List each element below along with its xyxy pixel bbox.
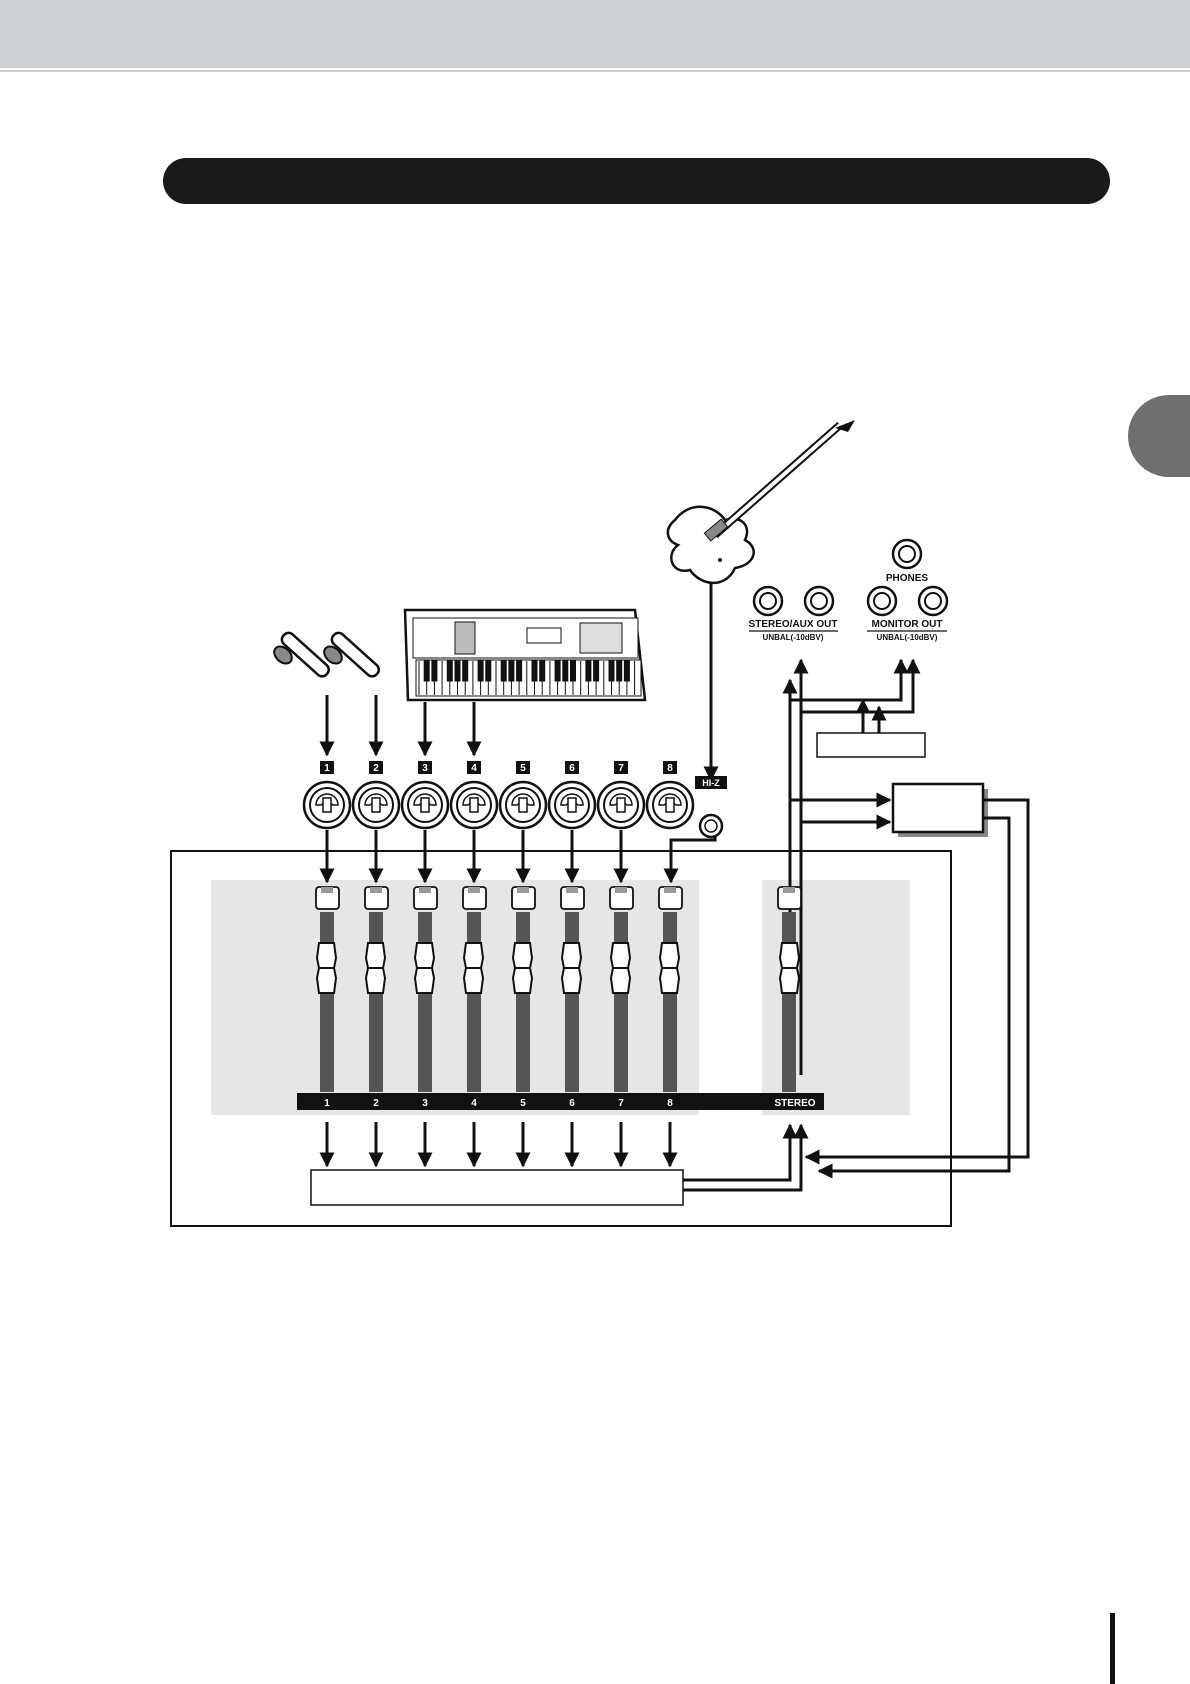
hiz-label: HI-Z xyxy=(702,778,720,788)
channel-fader-8[interactable] xyxy=(658,886,683,1092)
stereo-aux-out-sublabel: UNBAL(-10dBV) xyxy=(763,633,824,642)
combo-input-jack-4-icon xyxy=(449,780,499,830)
channel-label-4: 4 xyxy=(471,1098,477,1109)
electric-guitar-icon xyxy=(666,420,855,585)
monitor-out-right-jack-icon xyxy=(917,585,949,617)
channel-fader-7[interactable] xyxy=(609,886,634,1092)
channel-fader-1[interactable] xyxy=(315,886,340,1092)
input-badge-label-6: 6 xyxy=(569,763,575,774)
chapter-side-tab xyxy=(1128,395,1190,477)
section-title-bar xyxy=(163,158,1110,204)
phones-label: PHONES xyxy=(886,573,929,584)
microphone-1-icon xyxy=(273,631,331,678)
input-badge-8 xyxy=(663,761,677,774)
channel-fader-2[interactable] xyxy=(364,886,389,1092)
channel-label-6: 6 xyxy=(569,1098,575,1109)
keyboard-synth-icon xyxy=(403,608,647,702)
monitor-out-left-jack-icon xyxy=(866,585,898,617)
input-badge-3 xyxy=(418,761,432,774)
input-badge-label-4: 4 xyxy=(471,763,477,774)
input-badge-4 xyxy=(467,761,481,774)
stereo-fader[interactable] xyxy=(777,886,802,1092)
recorder-track-box xyxy=(310,1169,684,1206)
channel-label-1: 1 xyxy=(324,1098,330,1109)
channel-fader-3[interactable] xyxy=(413,886,438,1092)
stereo-aux-out-left-jack-icon xyxy=(752,585,784,617)
input-badge-label-7: 7 xyxy=(618,763,624,774)
channel-label-7: 7 xyxy=(618,1098,624,1109)
stereo-aux-out-right-jack-icon xyxy=(803,585,835,617)
page-header-band xyxy=(0,0,1190,68)
monitor-out-label: MONITOR OUT xyxy=(872,619,943,630)
hiz-badge xyxy=(695,776,727,789)
combo-input-jack-5-icon xyxy=(498,780,548,830)
phones-jack-icon xyxy=(891,538,923,570)
combo-input-jack-8-icon xyxy=(645,780,695,830)
combo-input-jack-3-icon xyxy=(400,780,450,830)
channel-fader-4[interactable] xyxy=(462,886,487,1092)
input-badge-label-8: 8 xyxy=(667,763,673,774)
channel-label-3: 3 xyxy=(422,1098,428,1109)
input-badge-7 xyxy=(614,761,628,774)
channel-label-2: 2 xyxy=(373,1098,379,1109)
combo-input-jack-2-icon xyxy=(351,780,401,830)
monitor-speakers-box xyxy=(816,732,926,758)
input-badge-6 xyxy=(565,761,579,774)
external-recorder-box xyxy=(891,782,985,834)
combo-input-jack-1-icon xyxy=(302,780,352,830)
channel-fader-5[interactable] xyxy=(511,886,536,1092)
hiz-jack-icon xyxy=(698,813,724,839)
combo-input-jack-6-icon xyxy=(547,780,597,830)
stereo-channel-label: STEREO xyxy=(774,1098,815,1109)
microphone-2-icon xyxy=(323,631,381,678)
monitor-out-sublabel: UNBAL(-10dBV) xyxy=(877,633,938,642)
input-badge-2 xyxy=(369,761,383,774)
input-badge-label-5: 5 xyxy=(520,763,526,774)
combo-input-jack-7-icon xyxy=(596,780,646,830)
input-badge-label-1: 1 xyxy=(324,763,330,774)
channel-label-strip xyxy=(297,1093,824,1110)
input-badge-5 xyxy=(516,761,530,774)
page-edge-mark xyxy=(1110,1613,1115,1684)
input-badge-label-2: 2 xyxy=(373,763,379,774)
channel-label-8: 8 xyxy=(667,1098,673,1109)
input-badge-label-3: 3 xyxy=(422,763,428,774)
input-badge-1 xyxy=(320,761,334,774)
channel-label-5: 5 xyxy=(520,1098,526,1109)
stereo-aux-out-label: STEREO/AUX OUT xyxy=(749,619,838,630)
channel-fader-6[interactable] xyxy=(560,886,585,1092)
page-header-rule xyxy=(0,70,1190,72)
